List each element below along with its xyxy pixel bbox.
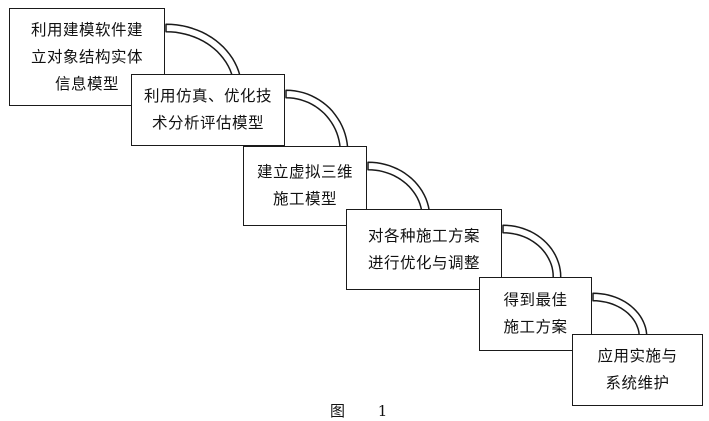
step-5-line-2: 施工方案 — [503, 318, 568, 336]
step-box-2: 利用仿真、优化技 术分析评估模型 — [131, 74, 285, 146]
step-6-line-2: 系统维护 — [605, 374, 670, 392]
step-1-line-2: 立对象结构实体 — [30, 47, 143, 66]
step-box-3: 建立虚拟三维 施工模型 — [243, 146, 367, 226]
step-box-6: 应用实施与 系统维护 — [572, 334, 703, 406]
step-box-4: 对各种施工方案 进行优化与调整 — [346, 209, 502, 290]
step-3-line-1: 建立虚拟三维 — [256, 163, 353, 181]
step-box-5: 得到最佳 施工方案 — [479, 277, 592, 351]
step-4-line-1: 对各种施工方案 — [367, 226, 480, 245]
step-4-line-2: 进行优化与调整 — [367, 253, 480, 272]
step-1-line-1: 利用建模软件建 — [30, 20, 143, 39]
step-2-line-1: 利用仿真、优化技 — [143, 87, 272, 105]
step-2-line-2: 术分析评估模型 — [151, 114, 264, 132]
step-3-line-2: 施工模型 — [272, 190, 337, 208]
figure-caption: 图 1 — [330, 402, 402, 420]
step-1-line-3: 信息模型 — [54, 74, 119, 93]
step-5-line-1: 得到最佳 — [503, 291, 568, 309]
step-6-line-1: 应用实施与 — [597, 347, 678, 365]
